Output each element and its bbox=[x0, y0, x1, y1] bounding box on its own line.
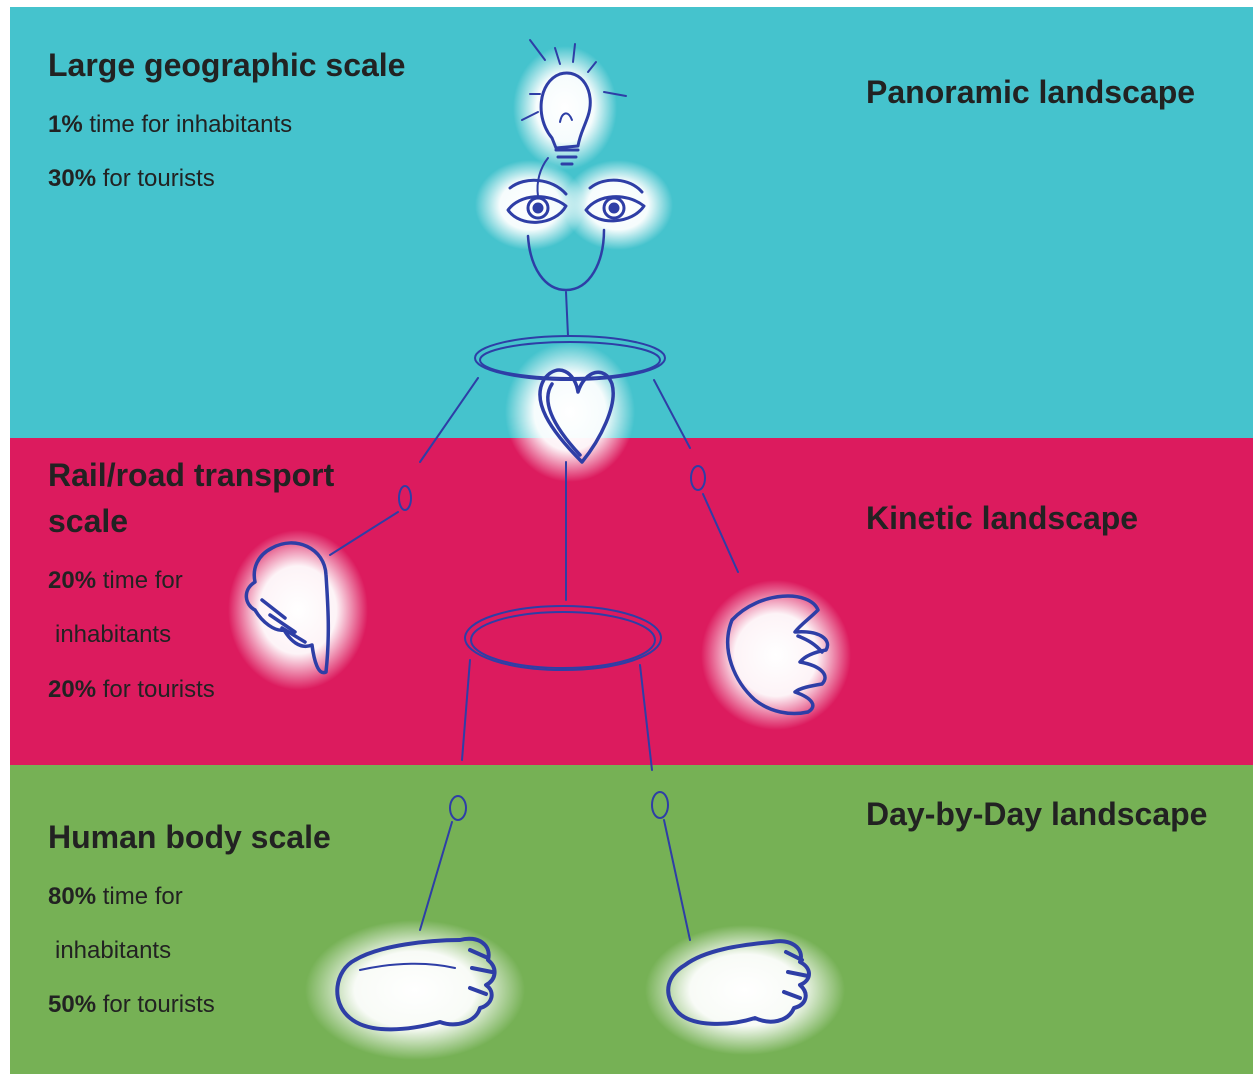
middle-stat-tourists: 20% for tourists bbox=[48, 676, 215, 704]
middle-stat-tourists-text: for tourists bbox=[96, 676, 215, 703]
legs bbox=[420, 660, 690, 940]
middle-stat-inhabitants: 20% time for bbox=[48, 567, 183, 595]
bottom-stat-inhabitants-text: time for bbox=[96, 883, 183, 910]
human-body-scale-title: Human body scale bbox=[48, 818, 331, 856]
large-geographic-scale-title: Large geographic scale bbox=[48, 46, 405, 84]
bottom-stat-tourists: 50% for tourists bbox=[48, 991, 215, 1019]
bottom-stat-inhabitants-value: 80% bbox=[48, 883, 96, 910]
waist-ring bbox=[465, 606, 661, 670]
panoramic-landscape-label: Panoramic landscape bbox=[866, 73, 1195, 111]
bottom-stat-inhabitants-cont: inhabitants bbox=[55, 937, 171, 965]
top-stat-inhabitants: 1% time for inhabitants bbox=[48, 111, 292, 139]
top-stat-inhabitants-text: time for inhabitants bbox=[83, 111, 292, 138]
bottom-stat-tourists-value: 50% bbox=[48, 991, 96, 1018]
middle-stat-inhabitants-cont: inhabitants bbox=[55, 621, 171, 649]
top-stat-tourists-value: 30% bbox=[48, 165, 96, 192]
middle-stat-tourists-value: 20% bbox=[48, 676, 96, 703]
transport-scale-title-line1: Rail/road transport bbox=[48, 456, 334, 494]
kinetic-landscape-label: Kinetic landscape bbox=[866, 499, 1138, 537]
bottom-stat-inhabitants: 80% time for bbox=[48, 883, 183, 911]
transport-scale-title-line2: scale bbox=[48, 502, 128, 540]
middle-stat-inhabitants-text: time for bbox=[96, 567, 183, 594]
top-stat-tourists-text: for tourists bbox=[96, 165, 215, 192]
bottom-stat-tourists-text: for tourists bbox=[96, 991, 215, 1018]
top-stat-tourists: 30% for tourists bbox=[48, 165, 215, 193]
top-stat-inhabitants-value: 1% bbox=[48, 111, 83, 138]
middle-stat-inhabitants-value: 20% bbox=[48, 567, 96, 594]
day-by-day-landscape-label: Day-by-Day landscape bbox=[866, 795, 1207, 833]
